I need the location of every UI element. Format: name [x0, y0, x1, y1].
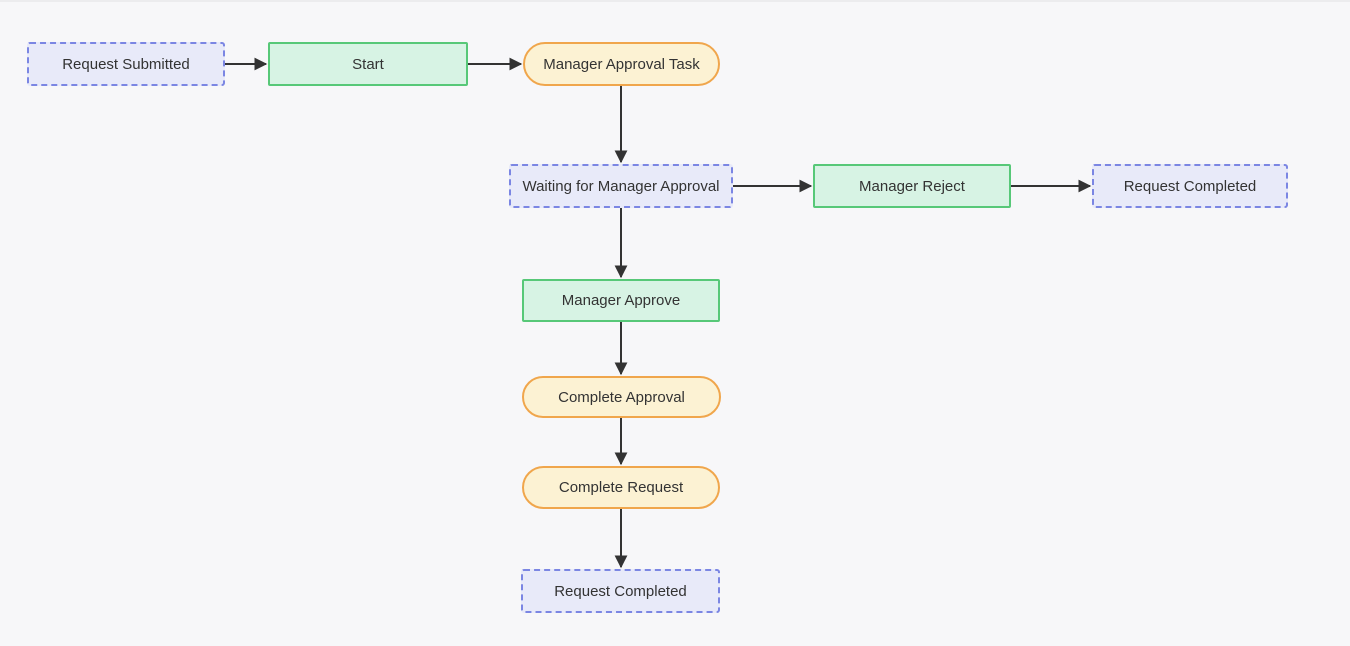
node-label: Manager Approval Task [543, 55, 700, 73]
node-label: Complete Approval [558, 388, 685, 406]
node-label: Manager Reject [859, 177, 965, 195]
node-complete-approval: Complete Approval [522, 376, 721, 418]
node-request-completed-right: Request Completed [1092, 164, 1288, 208]
node-label: Request Submitted [62, 55, 190, 73]
node-request-submitted: Request Submitted [27, 42, 225, 86]
node-complete-request: Complete Request [522, 466, 720, 509]
node-label: Request Completed [1123, 177, 1257, 195]
node-manager-approve: Manager Approve [522, 279, 720, 322]
node-manager-approval-task: Manager Approval Task [523, 42, 720, 86]
node-manager-reject: Manager Reject [813, 164, 1011, 208]
node-start: Start [268, 42, 468, 86]
node-label: Manager Approve [561, 292, 681, 309]
node-label: Complete Request [558, 479, 684, 496]
node-label: Request Completed [554, 582, 687, 600]
node-label: Waiting for Manager Approval [522, 177, 720, 195]
node-waiting-for-manager-approval: Waiting for Manager Approval [509, 164, 733, 208]
node-label: Start [352, 55, 384, 73]
node-request-completed-bottom: Request Completed [521, 569, 720, 613]
